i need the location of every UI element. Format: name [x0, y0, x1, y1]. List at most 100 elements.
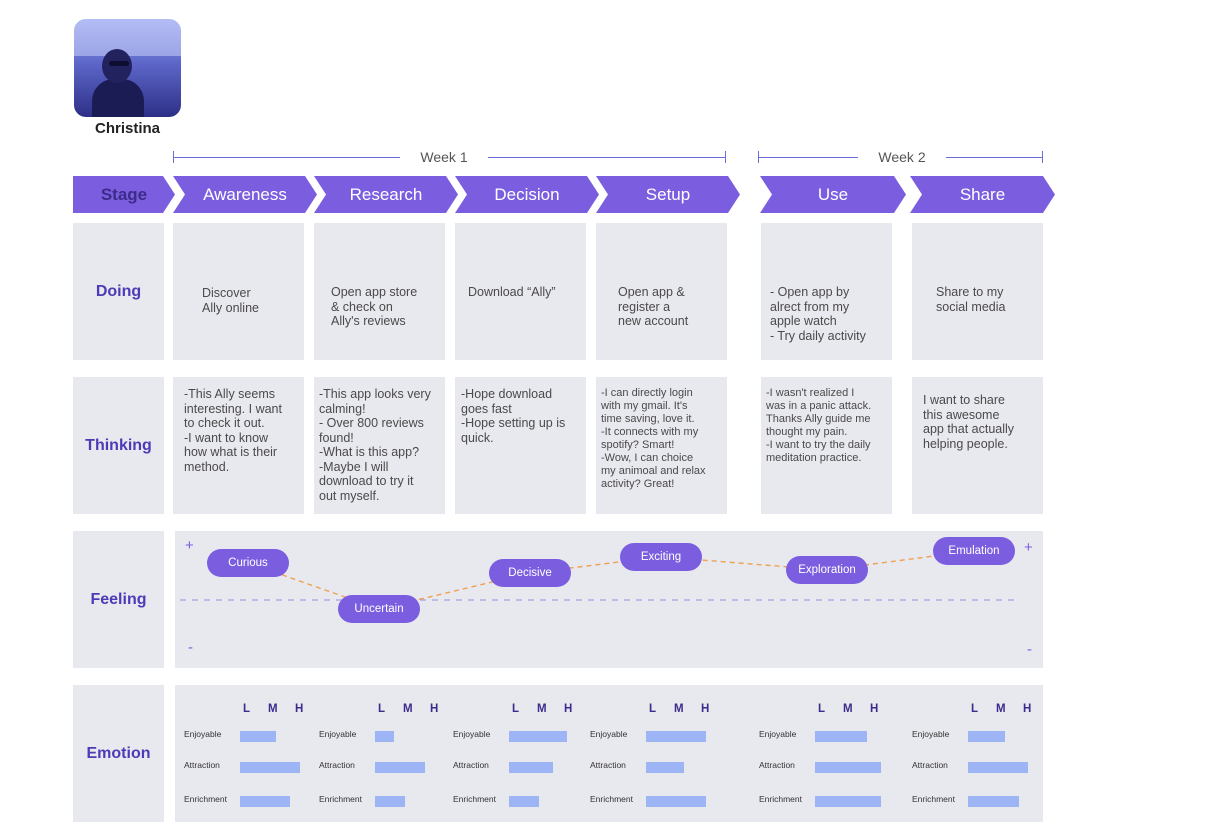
- emotion-metric-label: Enrichment: [453, 794, 496, 804]
- scale-label-h: H: [564, 703, 573, 715]
- emotion-metric-label: Enrichment: [759, 794, 802, 804]
- thinking-cell: -This app looks very calming! - Over 800…: [314, 377, 445, 514]
- week1-label: Week 1: [400, 149, 488, 165]
- thinking-text: -I can directly login with my gmail. It'…: [601, 387, 706, 490]
- stage-decision: Decision: [455, 176, 599, 213]
- thinking-text: -I wasn't realized I was in a panic atta…: [766, 387, 872, 464]
- feeling-pill-curious: Curious: [207, 548, 289, 577]
- plus-marker-right: +: [1024, 539, 1033, 556]
- scale-label-h: H: [701, 703, 710, 715]
- emotion-metric-label: Enjoyable: [184, 729, 222, 739]
- scale-label-h: H: [870, 703, 879, 715]
- emotion-metric-label: Enrichment: [590, 794, 633, 804]
- scale-label-l: L: [512, 703, 520, 715]
- thinking-cell: I want to share this awesome app that ac…: [912, 377, 1043, 514]
- emotion-metric-label: Enjoyable: [590, 729, 628, 739]
- emotion-bar-enjoyable: [509, 731, 567, 742]
- doing-text: Share to my social media: [936, 285, 1006, 314]
- feeling-panel: + - + - Curious Uncertain Decisive Excit…: [175, 531, 1043, 668]
- emotion-metric-label: Attraction: [590, 760, 626, 770]
- scale-label-m: M: [268, 703, 278, 715]
- scale-label-l: L: [243, 703, 251, 715]
- doing-cell: Open app store & check on Ally's reviews: [314, 223, 445, 360]
- scale-label-l: L: [818, 703, 826, 715]
- scale-label-l: L: [971, 703, 979, 715]
- emotion-bar-attraction: [509, 762, 553, 773]
- emotion-metric-label: Enjoyable: [912, 729, 950, 739]
- emotion-bar-enjoyable: [375, 731, 394, 742]
- scale-label-h: H: [430, 703, 439, 715]
- thinking-cell: -I can directly login with my gmail. It'…: [596, 377, 727, 514]
- emotion-bar-enjoyable: [646, 731, 706, 742]
- week2-label: Week 2: [858, 149, 946, 165]
- doing-cell: Open app & register a new account: [596, 223, 727, 360]
- emotion-metric-label: Enjoyable: [319, 729, 357, 739]
- feeling-pill-uncertain: Uncertain: [338, 595, 420, 623]
- avatar: [74, 19, 181, 117]
- emotion-bar-enrichment: [509, 796, 539, 807]
- scale-label-h: H: [295, 703, 304, 715]
- emotion-bar-enjoyable: [240, 731, 276, 742]
- doing-text: Open app & register a new account: [618, 285, 689, 328]
- thinking-text: -Hope download goes fast -Hope setting u…: [461, 387, 566, 445]
- emotion-bar-enrichment: [815, 796, 881, 807]
- scale-label-m: M: [996, 703, 1006, 715]
- emotion-bar-enrichment: [240, 796, 290, 807]
- emotion-bar-attraction: [815, 762, 881, 773]
- emotion-metric-label: Enrichment: [184, 794, 227, 804]
- emotion-metric-label: Attraction: [912, 760, 948, 770]
- scale-label-m: M: [843, 703, 853, 715]
- stage-use: Use: [760, 176, 906, 213]
- stage-awareness: Awareness: [173, 176, 317, 213]
- emotion-bar-attraction: [646, 762, 684, 773]
- doing-text: - Open app by alrect from my apple watch…: [770, 285, 866, 343]
- row-label-feeling: Feeling: [73, 531, 164, 668]
- emotion-metric-label: Attraction: [759, 760, 795, 770]
- stage-setup: Setup: [596, 176, 740, 213]
- doing-text: Discover Ally online: [202, 286, 259, 315]
- doing-cell: Download “Ally”: [455, 223, 586, 360]
- row-label-emotion: Emotion: [73, 685, 164, 822]
- thinking-cell: -Hope download goes fast -Hope setting u…: [455, 377, 586, 514]
- emotion-bar-enrichment: [375, 796, 405, 807]
- scale-label-m: M: [537, 703, 547, 715]
- emotion-bar-attraction: [968, 762, 1028, 773]
- emotion-bar-enrichment: [968, 796, 1019, 807]
- thinking-text: -This Ally seems interesting. I want to …: [184, 387, 282, 474]
- minus-marker-left: -: [188, 639, 193, 656]
- feeling-pill-decisive: Decisive: [489, 559, 571, 587]
- scale-label-m: M: [674, 703, 684, 715]
- minus-marker-right: -: [1027, 641, 1032, 658]
- feeling-pill-emulation: Emulation: [933, 536, 1015, 565]
- emotion-bar-enjoyable: [968, 731, 1005, 742]
- doing-cell: Share to my social media: [912, 223, 1043, 360]
- emotion-metric-label: Attraction: [184, 760, 220, 770]
- emotion-metric-label: Enrichment: [912, 794, 955, 804]
- row-label-doing: Doing: [73, 223, 164, 360]
- emotion-metric-label: Enrichment: [319, 794, 362, 804]
- feeling-curve: [180, 550, 1020, 610]
- emotion-metric-label: Attraction: [319, 760, 355, 770]
- thinking-text: I want to share this awesome app that ac…: [923, 393, 1015, 451]
- feeling-trend-line: [247, 550, 975, 610]
- row-label-thinking: Thinking: [73, 377, 164, 514]
- emotion-metric-label: Enjoyable: [759, 729, 797, 739]
- doing-text: Open app store & check on Ally's reviews: [331, 285, 418, 328]
- emotion-bar-attraction: [375, 762, 425, 773]
- feeling-pill-exciting: Exciting: [620, 542, 702, 571]
- scale-label-l: L: [649, 703, 657, 715]
- emotion-bar-attraction: [240, 762, 300, 773]
- doing-text: Download “Ally”: [468, 285, 556, 299]
- emotion-bar-enjoyable: [815, 731, 867, 742]
- stage-research: Research: [314, 176, 458, 213]
- doing-cell: - Open app by alrect from my apple watch…: [761, 223, 892, 360]
- emotion-metric-label: Attraction: [453, 760, 489, 770]
- persona-name: Christina: [94, 120, 160, 137]
- plus-marker-left: +: [185, 537, 194, 554]
- scale-label-m: M: [403, 703, 413, 715]
- emotion-bar-enrichment: [646, 796, 706, 807]
- thinking-text: -This app looks very calming! - Over 800…: [319, 387, 431, 503]
- thinking-cell: -This Ally seems interesting. I want to …: [173, 377, 304, 514]
- scale-label-h: H: [1023, 703, 1032, 715]
